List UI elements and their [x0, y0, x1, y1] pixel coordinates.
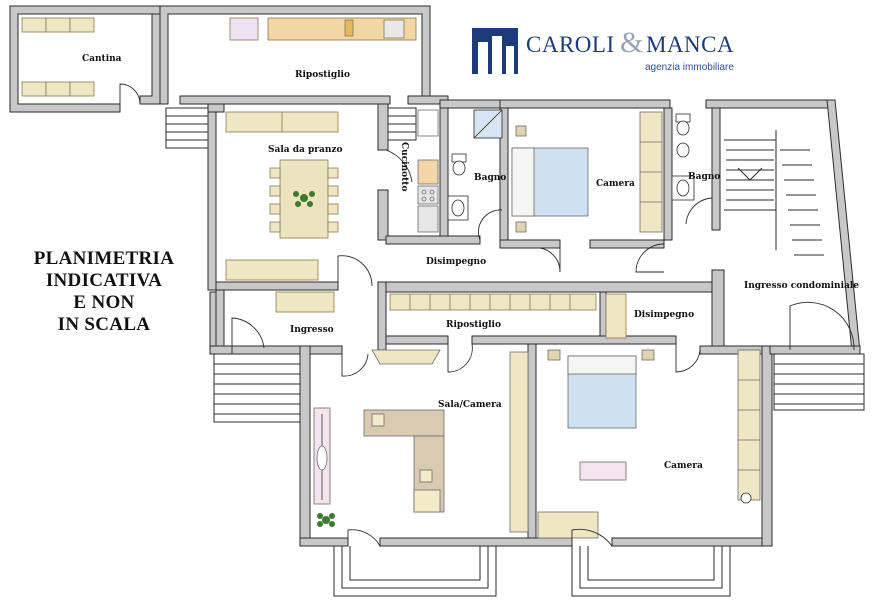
entrance-steps	[213, 353, 865, 423]
room-label-camera-1: Camera	[596, 179, 635, 189]
disclaimer-notice: PLANIMETRIA INDICATIVA E NON IN SCALA	[14, 248, 194, 336]
bathroom-1-fixtures	[447, 109, 503, 221]
room-label-ingresso: Ingresso	[290, 325, 334, 335]
brand-logo: CAROLI & MANCA agenzia immobiliare	[470, 26, 740, 78]
storage-counters	[229, 17, 417, 41]
stairs-top-left	[165, 107, 417, 149]
room-label-disimpegno-2: Disimpegno	[634, 310, 694, 320]
room-label-cucinotto: Cucinotto	[399, 142, 409, 191]
notice-line: E NON	[73, 292, 135, 313]
notice-line: PLANIMETRIA	[33, 248, 175, 269]
room-label-bagno-1: Bagno	[474, 173, 506, 183]
room-label-camera-2: Camera	[664, 461, 703, 471]
room-label-sala-da-pranzo: Sala da pranzo	[268, 145, 343, 155]
walls	[9, 5, 861, 547]
staircase-right	[724, 130, 824, 256]
brand-name-right: MANCA	[646, 32, 735, 57]
door-swings	[119, 83, 855, 547]
room-label-disimpegno-1: Disimpegno	[426, 257, 486, 267]
balconies	[333, 546, 731, 597]
room-label-ingresso-condominiale: Ingresso condominiale	[744, 281, 859, 291]
room-label-cantina: Cantina	[82, 54, 122, 64]
dining-furniture	[225, 111, 339, 281]
room-label-ripostiglio: Ripostiglio	[295, 70, 350, 80]
corridor-storage	[275, 291, 627, 339]
room-label-ripostiglio-2: Ripostiglio	[446, 320, 501, 330]
room-label-bagno-2: Bagno	[688, 172, 720, 182]
brand-logo-mark	[472, 28, 518, 74]
bedroom-1-furniture	[511, 111, 663, 233]
brand-name-left: CAROLI	[526, 32, 615, 57]
notice-line: INDICATIVA	[45, 270, 163, 291]
cantina-shelves	[21, 17, 95, 97]
bathroom-2-fixtures	[671, 113, 695, 201]
living-room-furniture	[313, 349, 529, 533]
bedroom-2-furniture	[537, 349, 761, 539]
plant-icon-2	[317, 513, 335, 527]
plant-icon	[293, 191, 315, 207]
brand-subtitle: agenzia immobiliare	[645, 62, 734, 73]
room-label-sala-camera: Sala/Camera	[438, 400, 502, 410]
notice-line: IN SCALA	[57, 314, 151, 335]
kitchenette-fixtures	[417, 109, 439, 233]
brand-ampersand: &	[620, 26, 644, 59]
